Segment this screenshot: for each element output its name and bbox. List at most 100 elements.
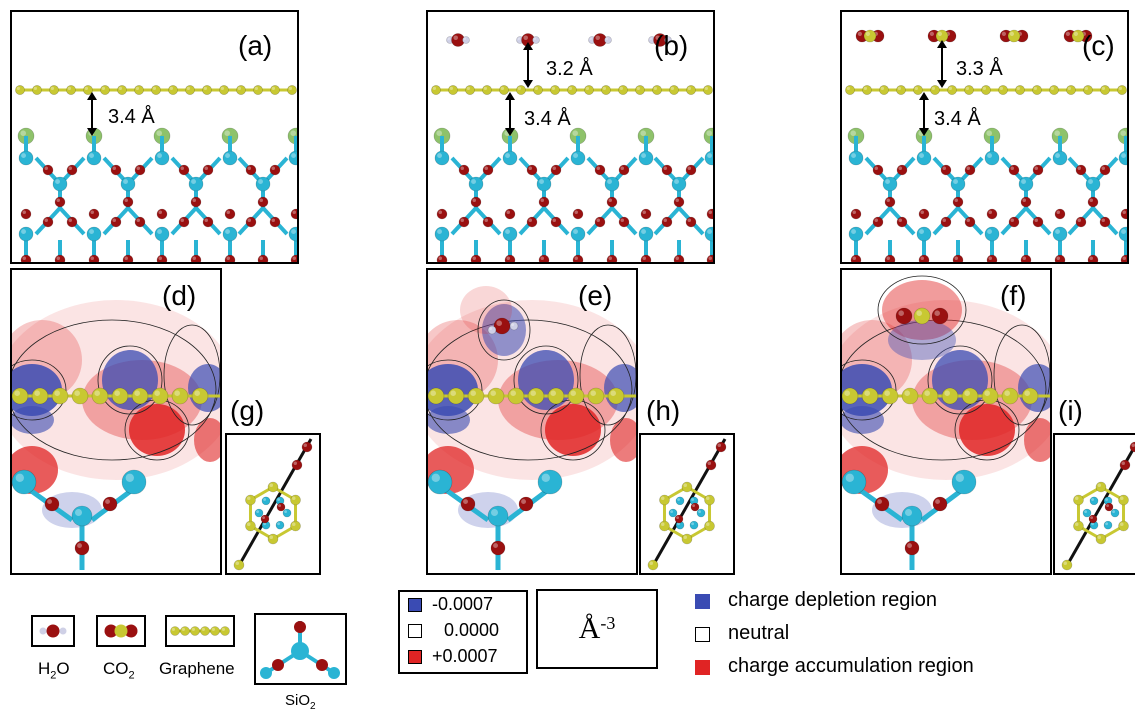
graphene-carbon-atom: [1073, 520, 1084, 532]
panel-c-distance-lower: 3.4 Å: [934, 108, 981, 130]
accumulation-region: [610, 418, 636, 462]
contour-line: [477, 299, 531, 361]
oxygen-atom: [986, 208, 998, 220]
silicon-atom: [704, 226, 713, 242]
panel-h-label: (h): [646, 395, 681, 426]
silicon-atom: [951, 469, 977, 495]
oxygen-atom: [110, 164, 122, 176]
silicon-atom: [468, 176, 484, 192]
panel-d: (d): [10, 268, 222, 575]
graphene-carbon-atom: [71, 387, 89, 405]
graphene-carbon-atom: [913, 85, 923, 95]
graphene-carbon-atom: [842, 387, 859, 405]
graphene-carbon-atom: [567, 85, 577, 95]
oxygen-atom: [490, 540, 506, 556]
graphene-carbon-atom: [947, 85, 957, 95]
unit-exponent: -3: [600, 612, 616, 633]
structure-c-canvas: [845, 29, 1127, 262]
silicon-atom: [1110, 508, 1120, 518]
oxygen-atom: [42, 216, 54, 228]
oxygen-atom: [1087, 254, 1099, 262]
oxygen-atom: [458, 216, 470, 228]
silicon-atom: [71, 505, 93, 527]
silicon-atom: [18, 226, 34, 242]
oxygen-atom: [1054, 254, 1066, 262]
oxygen-atom: [896, 164, 908, 176]
graphene-carbon-atom: [83, 85, 93, 95]
graphene-carbon-atom: [1021, 387, 1039, 405]
oxygen-atom: [550, 164, 562, 176]
graphene-carbon-atom: [704, 520, 715, 532]
scale-swatch-neutral: [408, 624, 422, 638]
graphene-carbon-atom: [1066, 85, 1076, 95]
graphene-carbon-atom: [447, 387, 465, 405]
oxygen-atom: [504, 254, 516, 262]
contour-line: [12, 359, 67, 421]
oxygen-atom: [932, 496, 948, 512]
desc-swatch-depletion: [695, 594, 710, 609]
topview-h-canvas: [647, 438, 727, 571]
legend-sio2-label: SiO2: [285, 692, 316, 712]
graphene-carbon-atom: [879, 85, 889, 95]
silicon-atom: [255, 176, 271, 192]
silicon-atom: [848, 150, 864, 166]
desc-neutral: neutral: [728, 622, 790, 644]
silicon-atom: [154, 150, 170, 166]
oxygen-atom: [1008, 164, 1020, 176]
panel-a: (a) 3.4 Å: [10, 10, 299, 264]
graphene-carbon-atom: [191, 387, 209, 405]
panel-i: [1053, 433, 1135, 575]
oxygen-atom: [918, 254, 930, 262]
graphene-carbon-atom: [134, 85, 144, 95]
graphene-carbon-atom: [428, 387, 445, 405]
oxygen-atom: [952, 196, 964, 208]
panel-b-distance-lower: 3.4 Å: [524, 108, 571, 130]
oxygen-atom: [1129, 441, 1135, 453]
silicon-atom: [502, 226, 518, 242]
graphene-carbon-atom: [290, 520, 301, 532]
oxygen-atom: [260, 514, 270, 524]
oxygen-atom: [20, 208, 32, 220]
graphene-carbon-atom: [584, 85, 594, 95]
graphene-carbon-atom: [862, 85, 872, 95]
panel-g-label: (g): [230, 395, 265, 426]
graphene-carbon-atom: [100, 85, 110, 95]
silicon-atom: [950, 176, 966, 192]
oxygen-atom: [66, 216, 78, 228]
oxygen-atom: [606, 254, 618, 262]
graphene-carbon-atom: [901, 387, 919, 405]
oxygen-atom: [1119, 459, 1131, 471]
desc-swatch-accumulation: [695, 660, 710, 675]
hydrogen-atom: [664, 36, 672, 44]
silicon-atom: [689, 520, 699, 530]
oxygen-atom: [1099, 216, 1111, 228]
silicon-atom: [604, 176, 620, 192]
unit-box: Å-3: [536, 589, 658, 669]
panel-f-label: (f): [1000, 280, 1027, 311]
graphene-carbon-atom: [921, 387, 939, 405]
oxygen-atom: [931, 307, 949, 325]
graphene-chain-icon: [170, 626, 230, 636]
graphene-carbon-atom: [1100, 85, 1110, 95]
graphene-carbon-atom: [151, 85, 161, 95]
scale-value-zero: 0.0000: [444, 620, 500, 640]
legend-sio2-box: [254, 613, 347, 685]
oxygen-atom: [470, 196, 482, 208]
graphene-carbon-atom: [168, 85, 178, 95]
accumulation-region: [959, 404, 1015, 456]
panel-h: [639, 433, 735, 575]
oxygen-atom: [1020, 196, 1032, 208]
silicon-atom: [696, 508, 706, 518]
oxygen-atom: [690, 502, 700, 512]
hydrogen-atom: [487, 325, 497, 335]
graphene-carbon-atom: [652, 85, 662, 95]
panel-c: (c) 3.3 Å 3.4 Å: [840, 10, 1129, 264]
panel-d-label: (d): [162, 280, 197, 311]
graphene-carbon-atom: [1015, 85, 1025, 95]
silicon-atom: [288, 150, 297, 166]
graphene-carbon-atom: [267, 533, 279, 545]
graphene-carbon-atom: [1095, 533, 1107, 545]
graphene-carbon-atom: [681, 533, 693, 545]
silicon-atom: [282, 508, 292, 518]
oxygen-atom: [594, 216, 606, 228]
